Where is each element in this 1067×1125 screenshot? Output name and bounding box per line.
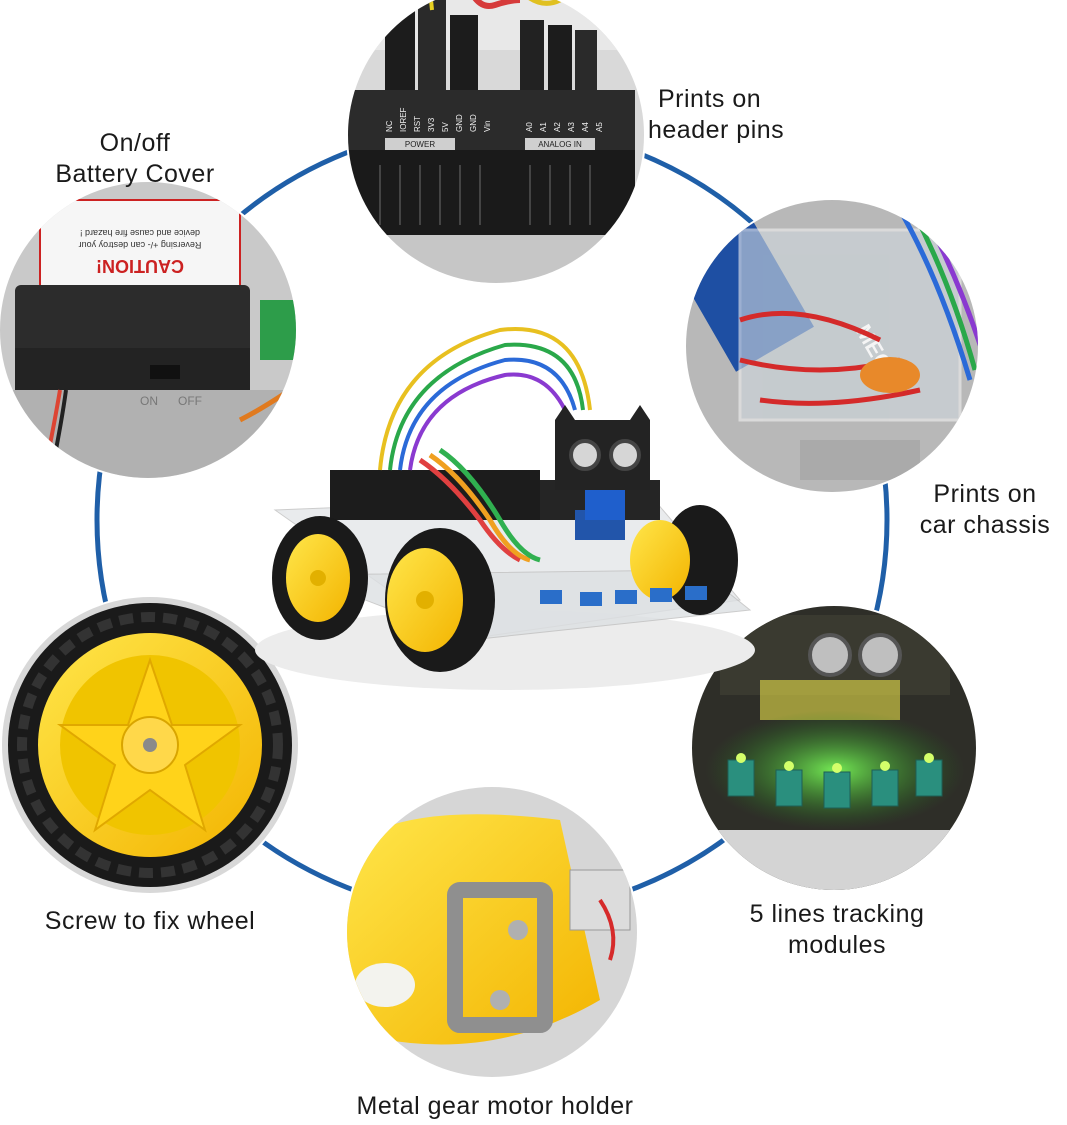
analog-pin-label: A4 [581, 122, 590, 132]
analog-pin-label: A0 [525, 122, 534, 132]
tracking-modules-photo [690, 604, 978, 892]
car-chassis-caption-line-2: car chassis [919, 511, 1051, 539]
analog-label: ANALOG IN [538, 140, 582, 149]
battery-box-photo: CAUTION! Reversing +/- can destroy your … [0, 180, 298, 480]
tracking-caption-line-1: 5 lines tracking [749, 900, 925, 928]
power-pin-label: 3V3 [427, 117, 436, 132]
motor-holder-caption: Metal gear motor holder [330, 1091, 660, 1122]
tracking-caption-line-2: modules [788, 931, 886, 959]
tracking-caption: 5 lines tracking modules [722, 899, 952, 961]
header-pins-caption-line-2: header pins [648, 116, 785, 144]
power-pin-label: GND [469, 114, 478, 132]
car-chassis-caption-line-1: Prints on [933, 480, 1037, 508]
header-pins-caption: Prints on header pins [648, 84, 818, 146]
car-chassis-caption: Prints on car chassis [905, 479, 1065, 541]
battery-cover-caption: On/off Battery Cover [40, 128, 230, 190]
car-wheel-right [630, 505, 738, 615]
warning-line-1: Reversing +/- can destroy your [79, 240, 202, 250]
header-pins-photo: NC IOREF RST 3V3 5V GND GND Vin A0 A1 A2 A3 A4 A5 POW… [346, 0, 646, 285]
caution-text: CAUTION! [96, 256, 184, 276]
power-pin-label: RST [413, 116, 422, 132]
analog-pin-label: A2 [553, 122, 562, 132]
analog-pin-label: A1 [539, 122, 548, 132]
power-pin-label: Vin [483, 121, 492, 132]
wheel-photo [0, 595, 300, 895]
wheel-caption-line-1: Screw to fix wheel [44, 907, 256, 935]
power-pin-label: 5V [441, 122, 450, 132]
robot-car-photo [255, 327, 755, 690]
motor-holder-photo [345, 785, 639, 1079]
power-label: POWER [405, 140, 435, 149]
motor-holder-caption-line-1: Metal gear motor holder [356, 1092, 634, 1120]
power-pin-label: IOREF [399, 107, 408, 132]
power-pin-label: GND [455, 114, 464, 132]
car-wheel-front-left [385, 528, 495, 672]
analog-pin-label: A5 [595, 122, 604, 132]
power-pin-label: NC [385, 120, 394, 132]
battery-cover-caption-line-2: Battery Cover [55, 160, 215, 188]
battery-cover-caption-line-1: On/off [99, 129, 171, 157]
header-pins-caption-line-1: Prints on [658, 85, 762, 113]
car-wheel-back-left [272, 516, 368, 640]
wheel-caption: Screw to fix wheel [20, 906, 280, 937]
warning-line-2: device and cause fire hazard ! [80, 228, 200, 238]
mega-board-photo: MEGA [684, 198, 980, 494]
analog-pin-label: A3 [567, 122, 576, 132]
